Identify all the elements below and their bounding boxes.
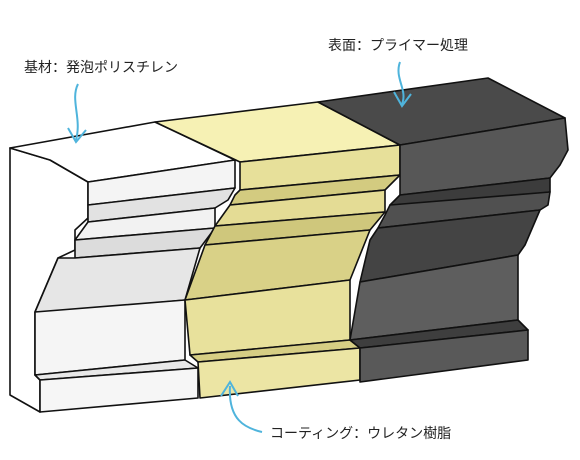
foam-substrate xyxy=(9,121,236,413)
coating-arrow-head xyxy=(220,380,239,397)
surface-arrow-head xyxy=(393,91,412,108)
surface-arrow-icon xyxy=(397,61,405,105)
primer-band-7 xyxy=(359,329,529,383)
substrate-arrow-icon xyxy=(74,83,79,141)
surface-label: 表面：プライマー処理 xyxy=(328,38,468,54)
foam-band-8 xyxy=(39,367,199,413)
coating-label: コーティング：ウレタン樹脂 xyxy=(270,426,451,442)
primer-layer xyxy=(317,77,569,383)
coating-arrow-icon xyxy=(228,385,263,433)
coating-layer xyxy=(154,101,401,399)
foam-band-2 xyxy=(87,187,236,223)
substrate-label: 基材：発泡ポリスチレン xyxy=(24,59,178,76)
substrate-arrow-head xyxy=(67,127,87,144)
